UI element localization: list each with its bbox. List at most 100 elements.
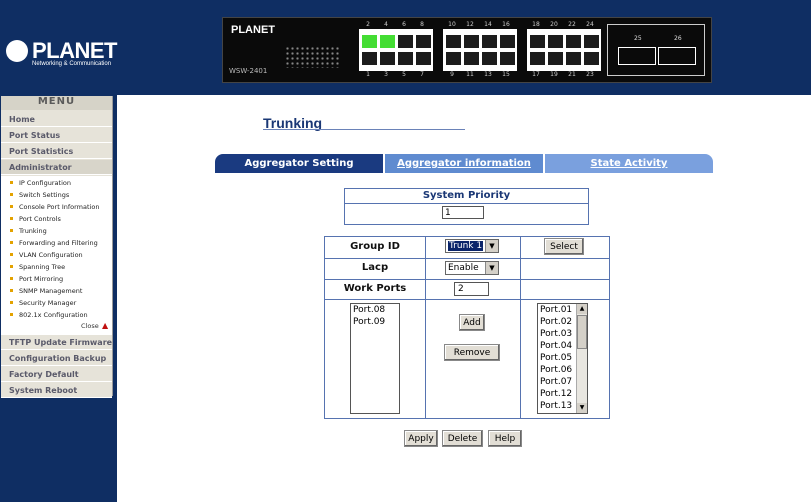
menu-item-system-reboot[interactable]: System Reboot [1, 383, 112, 398]
port-17[interactable] [530, 52, 545, 65]
port-group-2 [443, 29, 517, 71]
bullet-icon [10, 289, 13, 292]
port-11[interactable] [464, 52, 479, 65]
tab-aggregator-information[interactable]: Aggregator information [385, 154, 543, 173]
port-3[interactable] [380, 52, 395, 65]
list-item[interactable]: Port.13 [540, 401, 573, 411]
port-number: 17 [532, 71, 540, 78]
available-ports-list[interactable]: Port.01 Port.02 Port.03 Port.04 Port.05 … [537, 303, 588, 414]
port-19[interactable] [548, 52, 563, 65]
submenu-label: Console Port Information [19, 203, 100, 211]
port-number: 21 [568, 71, 576, 78]
submenu-vlan[interactable]: VLAN Configuration [1, 249, 112, 261]
submenu-security[interactable]: Security Manager [1, 297, 112, 309]
remove-button[interactable]: Remove [444, 344, 500, 361]
port-16[interactable] [500, 35, 515, 48]
port-21[interactable] [566, 52, 581, 65]
port-1[interactable] [362, 52, 377, 65]
sfp-port-26[interactable] [658, 47, 696, 65]
menu-item-factory-default[interactable]: Factory Default [1, 367, 112, 382]
submenu-ip-configuration[interactable]: IP Configuration [1, 177, 112, 189]
group-id-select[interactable]: Trunk 1 ▼ [445, 239, 499, 253]
list-item[interactable]: Port.02 [540, 317, 573, 327]
list-item[interactable]: Port.03 [540, 329, 573, 339]
bullet-icon [10, 181, 13, 184]
apply-button[interactable]: Apply [404, 430, 438, 447]
submenu-port-controls[interactable]: Port Controls [1, 213, 112, 225]
scroll-up-icon[interactable]: ▲ [577, 304, 587, 314]
list-item[interactable]: Port.01 [540, 305, 573, 315]
sfp-port-25[interactable] [618, 47, 656, 65]
port-12[interactable] [464, 35, 479, 48]
close-submenu-link[interactable]: Close [81, 322, 99, 330]
help-button[interactable]: Help [488, 430, 522, 447]
group-id-label: Group ID [350, 241, 400, 252]
list-item[interactable]: Port.04 [540, 341, 573, 351]
chevron-down-icon[interactable]: ▼ [485, 240, 498, 252]
port-number: 6 [402, 21, 406, 28]
menu-item-administrator[interactable]: Administrator [1, 160, 112, 175]
submenu-label: Spanning Tree [19, 263, 66, 271]
close-arrow-icon[interactable]: ▲ [102, 321, 109, 330]
submenu-spanning-tree[interactable]: Spanning Tree [1, 261, 112, 273]
submenu-snmp[interactable]: SNMP Management [1, 285, 112, 297]
tab-state-activity[interactable]: State Activity [545, 154, 713, 173]
submenu-label: 802.1x Configuration [19, 311, 88, 319]
submenu-label: Security Manager [19, 299, 77, 307]
port-2[interactable] [362, 35, 377, 48]
port-6[interactable] [398, 35, 413, 48]
scrollbar[interactable]: ▲ ▼ [576, 304, 587, 413]
menu-item-port-status[interactable]: Port Status [1, 128, 112, 143]
port-4[interactable] [380, 35, 395, 48]
port-9[interactable] [446, 52, 461, 65]
menu-item-home[interactable]: Home [1, 112, 112, 127]
list-item[interactable]: Port.08 [353, 305, 386, 315]
submenu-switch-settings[interactable]: Switch Settings [1, 189, 112, 201]
submenu-label: Trunking [19, 227, 47, 235]
port-14[interactable] [482, 35, 497, 48]
submenu-port-mirroring[interactable]: Port Mirroring [1, 273, 112, 285]
port-15[interactable] [500, 52, 515, 65]
port-number: 24 [586, 21, 594, 28]
tab-aggregator-setting[interactable]: Aggregator Setting [215, 154, 383, 173]
system-priority-label: System Priority [422, 190, 511, 201]
port-22[interactable] [566, 35, 581, 48]
port-number: 7 [420, 71, 424, 78]
lacp-select[interactable]: Enable ▼ [445, 261, 499, 275]
port-7[interactable] [416, 52, 431, 65]
list-item[interactable]: Port.09 [353, 317, 386, 327]
port-number: 19 [550, 71, 558, 78]
menu-item-config-backup[interactable]: Configuration Backup [1, 351, 112, 366]
list-item[interactable]: Port.07 [540, 377, 573, 387]
submenu-trunking[interactable]: Trunking [1, 225, 112, 237]
divider [345, 203, 588, 204]
port-23[interactable] [584, 52, 599, 65]
list-item[interactable]: Port.12 [540, 389, 573, 399]
port-24[interactable] [584, 35, 599, 48]
submenu-forwarding[interactable]: Forwarding and Filtering [1, 237, 112, 249]
port-10[interactable] [446, 35, 461, 48]
port-18[interactable] [530, 35, 545, 48]
submenu-8021x[interactable]: 802.1x Configuration [1, 309, 112, 321]
bullet-icon [10, 217, 13, 220]
list-item[interactable]: Port.05 [540, 353, 573, 363]
menu-item-port-statistics[interactable]: Port Statistics [1, 144, 112, 159]
scroll-thumb[interactable] [577, 315, 587, 349]
scroll-down-icon[interactable]: ▼ [577, 403, 587, 413]
port-13[interactable] [482, 52, 497, 65]
select-button[interactable]: Select [544, 238, 584, 255]
port-20[interactable] [548, 35, 563, 48]
chevron-down-icon[interactable]: ▼ [485, 262, 498, 274]
port-5[interactable] [398, 52, 413, 65]
submenu-console-port[interactable]: Console Port Information [1, 201, 112, 213]
menu-item-tftp-update[interactable]: TFTP Update Firmware [1, 335, 112, 350]
work-ports-input[interactable]: 2 [454, 282, 489, 296]
add-button[interactable]: Add [459, 314, 485, 331]
delete-button[interactable]: Delete [442, 430, 483, 447]
system-priority-input[interactable]: 1 [442, 206, 484, 219]
list-item[interactable]: Port.06 [540, 365, 573, 375]
port-8[interactable] [416, 35, 431, 48]
port-number: 18 [532, 21, 540, 28]
port-number: 3 [384, 71, 388, 78]
member-ports-list[interactable]: Port.08 Port.09 [350, 303, 400, 414]
